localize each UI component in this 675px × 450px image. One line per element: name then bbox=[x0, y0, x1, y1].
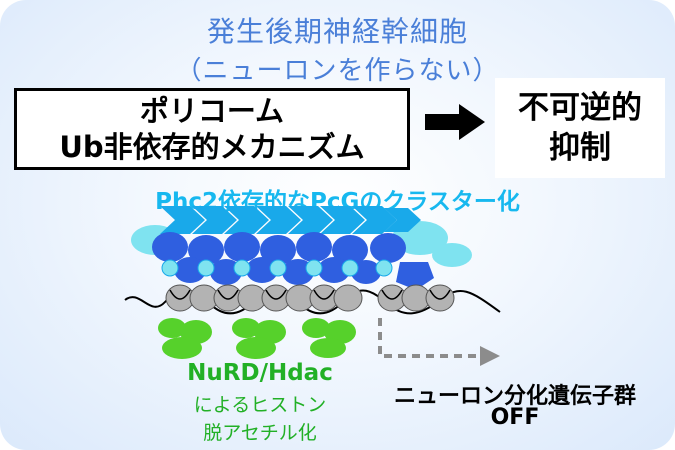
genes-off-label: OFF bbox=[490, 405, 540, 430]
nucleosomes bbox=[165, 284, 455, 312]
result-line1: 不可逆的 bbox=[518, 90, 642, 126]
result-line2: 抑制 bbox=[549, 130, 611, 166]
title-line2: （ニューロンを作らない） bbox=[175, 56, 500, 86]
pcg-dark-subunits bbox=[152, 232, 434, 290]
mechanism-line1: ポリコーム bbox=[139, 94, 285, 128]
mechanism-box: ポリコーム Ub非依存的メカニズム bbox=[14, 88, 410, 170]
nurd-complexes bbox=[158, 318, 356, 359]
phc2-chevrons bbox=[160, 206, 421, 234]
genes-label: ニューロン分化遺伝子群 bbox=[393, 384, 636, 409]
nucleosome-wraps bbox=[169, 289, 451, 300]
nurd-label-line3: 脱アセチル化 bbox=[203, 422, 317, 444]
right-arrow-icon bbox=[425, 104, 485, 140]
nurd-label-line1: NuRD/Hdac bbox=[187, 360, 333, 386]
dashed-arrow-icon bbox=[378, 318, 500, 366]
result-box: 不可逆的 抑制 bbox=[495, 78, 665, 178]
nurd-label-line2: によるヒストン bbox=[193, 394, 327, 416]
title-line1: 発生後期神経幹細胞 bbox=[206, 15, 468, 48]
pcg-cyan-dots bbox=[161, 259, 393, 277]
mechanism-line2: Ub非依存的メカニズム bbox=[59, 130, 365, 164]
